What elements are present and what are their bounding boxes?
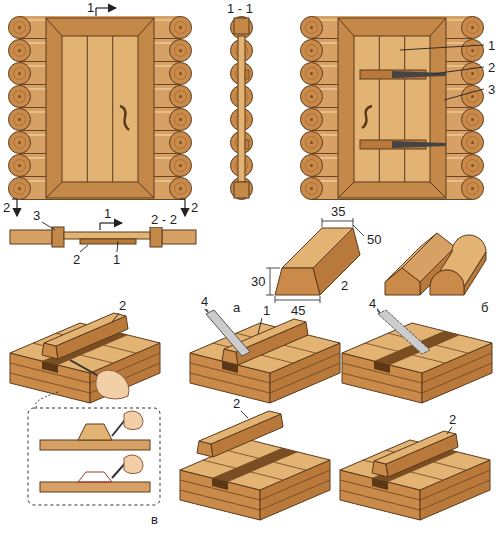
door-front-view xyxy=(8,16,192,200)
dimension: 30 xyxy=(250,274,266,289)
door-back-view xyxy=(300,16,484,200)
trim-strip-detail xyxy=(266,218,364,303)
callout-number: 1 xyxy=(112,252,121,267)
dimension: 45 xyxy=(290,303,306,318)
section-mark: 2 xyxy=(190,200,199,215)
section-title: 2 - 2 xyxy=(150,212,178,227)
section-1-1 xyxy=(230,16,253,200)
marking-step xyxy=(10,312,160,505)
section-markers xyxy=(12,8,185,230)
callout-number: 2 xyxy=(340,278,349,293)
dimension: 35 xyxy=(330,204,346,219)
section-mark: 1 xyxy=(103,206,112,221)
figure-letter: а xyxy=(232,300,241,315)
figure-letter: в xyxy=(150,512,159,527)
callout-number: 3 xyxy=(487,82,496,97)
callout-number: 4 xyxy=(368,296,377,311)
figure-letter: б xyxy=(480,300,489,315)
callout-number: 2 xyxy=(232,396,241,411)
callout-number: 4 xyxy=(200,294,209,309)
callout-number: 3 xyxy=(32,208,41,223)
section-mark: 1 xyxy=(86,0,95,15)
section-title: 1 - 1 xyxy=(226,1,254,16)
callout-number: 1 xyxy=(262,303,271,318)
section-mark: 2 xyxy=(2,200,11,215)
callout-number: 2 xyxy=(72,252,81,267)
profile-variants xyxy=(385,233,486,295)
fitting-step xyxy=(180,410,490,520)
callout-number: 2 xyxy=(118,298,127,313)
sawing-step xyxy=(190,306,492,403)
callout-number: 1 xyxy=(487,38,496,53)
dimension: 50 xyxy=(366,232,382,247)
callout-number: 2 xyxy=(487,60,496,75)
callout-number: 2 xyxy=(448,412,457,427)
